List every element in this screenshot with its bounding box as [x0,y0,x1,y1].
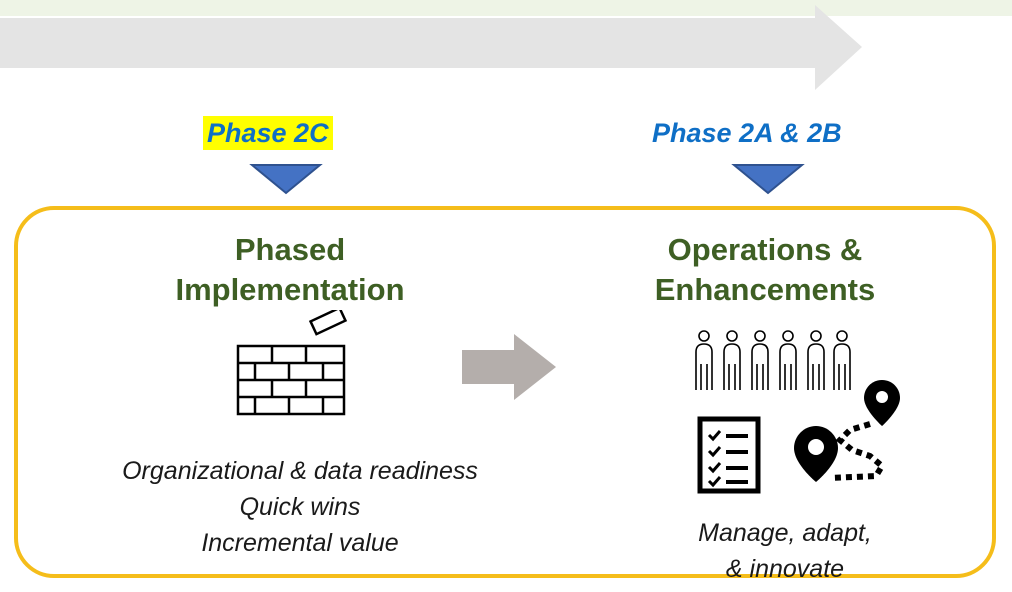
phased-implementation-heading: Phased Implementation [100,230,480,310]
people-group-icon [695,330,851,390]
operations-description: Manage, adapt, & innovate [625,515,945,587]
brick-wall-icon [236,310,348,416]
top-band [0,0,1012,16]
heading-line-1: Phased [234,232,346,267]
phase-2a-2b-label: Phase 2A & 2B [652,118,842,148]
heading-line-1: Operations & [667,232,863,267]
transition-arrow-icon [462,334,556,400]
desc-line-3: Incremental value [201,529,399,557]
desc-line-2: Quick wins [239,493,361,521]
phased-implementation-description: Organizational & data readiness Quick wi… [40,453,560,561]
roadmap-panel [14,206,996,578]
down-triangle-left-icon [249,164,323,195]
operations-enhancements-heading: Operations & Enhancements [580,230,950,310]
down-triangle-right-icon [731,164,805,195]
route-map-icon [794,380,900,482]
checklist-icon [697,416,761,494]
heading-line-2: Implementation [175,272,405,307]
phase-2c-label: Phase 2C [203,116,333,150]
timeline-arrow [0,5,862,90]
desc-line-1: Organizational & data readiness [122,457,478,485]
heading-line-2: Enhancements [654,272,876,307]
desc-line-1: Manage, adapt, [698,519,872,547]
desc-line-2: & innovate [725,555,845,583]
